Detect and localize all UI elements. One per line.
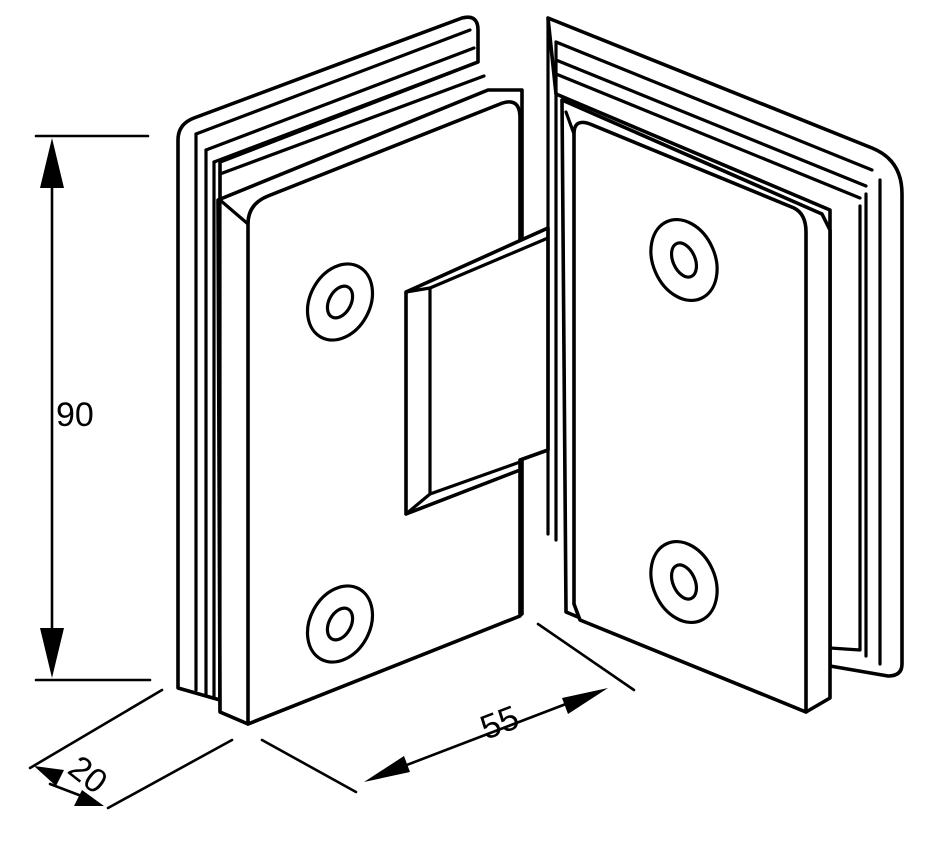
depth-label: 20: [61, 748, 114, 801]
depth-arrow-right: [74, 790, 104, 806]
left-front-plate: [216, 88, 524, 726]
left-upper-screw-icon: [305, 262, 375, 342]
width-extension-left: [260, 738, 358, 794]
depth-arrow-left: [34, 766, 64, 786]
height-label: 90: [56, 396, 94, 434]
depth-extension-left: [28, 688, 164, 770]
height-arrow-top: [40, 138, 64, 188]
width-extension-right: [536, 622, 636, 692]
depth-dimension: 20: [28, 688, 234, 810]
width-arrow-right: [562, 688, 608, 714]
right-upper-screw-icon: [649, 218, 719, 302]
height-dimension: 90: [34, 134, 152, 682]
width-dimension-line: [376, 692, 594, 778]
height-arrow-bottom: [40, 628, 64, 678]
left-back-clamp-plate: [176, 15, 486, 702]
width-arrow-left: [364, 756, 410, 782]
left-lower-screw-icon: [305, 584, 375, 664]
width-label: 55: [475, 698, 524, 747]
right-front-plate: [560, 98, 832, 714]
right-back-clamp-plate: [546, 16, 904, 678]
right-lower-screw-icon: [649, 540, 719, 624]
depth-extension-right: [106, 738, 234, 810]
